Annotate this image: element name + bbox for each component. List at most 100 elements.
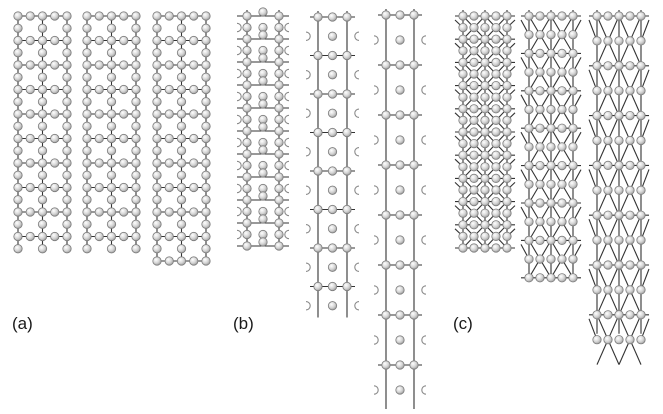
panel-a-slab-3-edge-atom — [164, 60, 174, 70]
panel-c-slab-1-atom — [469, 220, 479, 230]
panel-c-slab-2-edge-atom — [524, 254, 534, 264]
panel-c-slab-1-atom — [491, 127, 501, 137]
panel-c-slab-3-edge-atom — [614, 36, 624, 46]
panel-a-slab-1-vertex-atom — [37, 231, 48, 242]
panel-c-slab-1-atom — [480, 197, 490, 207]
panel-a-slab-1-vertex-atom — [13, 133, 23, 144]
panel-c-slab-2-atom — [524, 11, 534, 21]
panel-c-slab-2-atom — [524, 235, 534, 245]
panel-a-slab-1-edge-atom — [50, 60, 60, 70]
panel-a-slab-2-vertex-atom — [131, 158, 141, 168]
panel-b-slab-3-corner-atom — [381, 210, 391, 220]
panel-a-slab-2-edge-atom — [119, 11, 129, 21]
panel-b-slab-1-partial-atom — [284, 22, 290, 33]
panel-b-slab-1-top-atom — [258, 145, 268, 155]
panel-c-slab-1-atom — [480, 150, 490, 160]
panel-b-slab-1-partial-atom — [284, 229, 290, 240]
panel-b-slab-1-atom — [274, 68, 284, 79]
panel-c-slab-1-center-atom — [491, 162, 501, 172]
panel-b-slab-2-edge-atom — [327, 204, 338, 215]
panel-a-slab-3-vertex-atom — [201, 84, 211, 95]
panel-c-slab-1-edge-atom — [502, 46, 512, 56]
panel-a-slab-2-vertex-atom — [82, 182, 92, 193]
panel-b-slab-1-atom — [242, 160, 252, 171]
panel-b-slab-2-center-atom — [327, 108, 338, 118]
panel-a-slab-3-vertex-atom — [152, 60, 162, 70]
panel-b-slab-3-edge-atom — [395, 360, 405, 370]
panel-a-slab-2-edge-atom — [94, 60, 104, 70]
panel-c-slab-2-edge-atom — [524, 217, 534, 227]
panel-a-slab-3-vertex-atom — [176, 256, 187, 266]
panel-a-slab-3-edge-atom — [176, 97, 187, 107]
panel-c-slab-3-atom — [592, 160, 602, 170]
panel-a-slab-3-vertex-atom — [201, 207, 211, 217]
panel-c-slab-2-atom — [535, 123, 545, 133]
panel-c-slab-2-atom — [546, 123, 556, 133]
panel-c-slab-1-center-atom — [491, 208, 501, 218]
panel-b-slab-1-atom — [274, 206, 284, 217]
panel-c-slab-3-atom — [614, 61, 624, 71]
panel-b-slab-1-atom — [242, 114, 252, 125]
panel-b-slab-1-partial-atom — [236, 160, 242, 171]
panel-c-slab-3-center-atom — [625, 185, 635, 195]
panel-c-slab-1-edge-atom — [480, 208, 490, 218]
panel-c-slab-1-center-atom — [469, 185, 479, 195]
panel-a-slab-1-edge-atom — [37, 72, 48, 82]
panel-c-slab-1-atom — [491, 57, 501, 68]
panel-a-slab-3-edge-atom — [189, 11, 199, 21]
panel-b-slab-3-corner-atom — [409, 360, 419, 370]
panel-b-slab-2-partial-atom — [305, 224, 311, 234]
panel-a-slab-2-edge-atom — [131, 48, 141, 58]
panel-c-slab-2-atom — [535, 161, 545, 171]
panel-b-slab-1-atom — [274, 183, 284, 194]
panel-a-slab-3-edge-atom — [152, 244, 162, 254]
panel-c-slab-1-atom — [480, 34, 490, 44]
panel-b-slab-1-atom — [242, 218, 252, 228]
panel-a-slab-2-vertex-atom — [131, 35, 141, 46]
panel-a-slab-3-edge-atom — [152, 121, 162, 131]
panel-b-slab-3-partial-atom — [373, 85, 379, 95]
panel-a-slab-1-edge-atom — [62, 195, 72, 205]
panel-a-slab-2-edge-atom — [106, 72, 117, 82]
panel-b-slab-2-partial-atom — [305, 108, 311, 118]
panel-c-slab-3-center-atom — [603, 285, 613, 295]
panel-label-b: (b) — [233, 314, 254, 333]
panel-a-slab-3-vertex-atom — [152, 207, 162, 217]
panel-b-slab-1-top-atom — [258, 7, 268, 17]
panel-c-slab-1-atom — [502, 150, 512, 160]
panel-c-slab-1-edge-atom — [458, 162, 468, 172]
panel-b-slab-3-edge-atom — [395, 10, 405, 20]
panel-a-slab-1-vertex-atom — [37, 11, 48, 21]
panel-c-slab-3-edge-atom — [636, 185, 646, 195]
panel-b-slab-1-atom — [242, 137, 252, 148]
panel-a-slab-3-vertex-atom — [176, 84, 187, 95]
panel-a-slab-2-vertex-atom — [82, 158, 92, 168]
panel-c-slab-1-atom — [469, 81, 479, 91]
panel-a-slab-1-vertex-atom — [13, 231, 23, 242]
panel-c-slab-1-atom — [502, 243, 512, 253]
panel-c-slab-1-center-atom — [491, 92, 501, 102]
panel-b-slab-2-partial-atom — [354, 108, 360, 118]
panel-c-slab-2-atom — [546, 11, 556, 21]
panel-c-slab-3-atom — [625, 310, 635, 320]
panel-c-slab-3-edge-atom — [614, 185, 624, 195]
panel-c-slab-1-atom — [469, 150, 479, 160]
panel-c-slab-1-edge-atom — [502, 92, 512, 102]
panel-c-slab-3-atom — [636, 210, 646, 220]
panel-c-slab-2-atom — [546, 198, 556, 208]
panel-b-slab-3-center-atom — [395, 285, 405, 295]
panel-b-slab-3-corner-atom — [381, 160, 391, 170]
panel-c-slab-2-edge-atom — [524, 30, 534, 40]
panel-c-slab-3-center-atom — [625, 335, 635, 345]
panel-c-slab-1-atom — [480, 220, 490, 230]
panel-c-slab-2-atom — [535, 11, 545, 21]
panel-c-slab-1-atom — [502, 197, 512, 207]
panel-b-slab-1-atom — [242, 34, 252, 44]
panel-b-slab-1-atom — [242, 80, 252, 90]
panel-b-slab-1-atom — [274, 45, 284, 56]
panel-a-slab-3-vertex-atom — [152, 158, 162, 168]
panel-c-slab-1-edge-atom — [480, 115, 490, 126]
panel-c-slab-1-atom — [469, 57, 479, 68]
panel-c-slab-2-center-atom — [557, 142, 567, 152]
panel-a-slab-3-edge-atom — [176, 72, 187, 82]
